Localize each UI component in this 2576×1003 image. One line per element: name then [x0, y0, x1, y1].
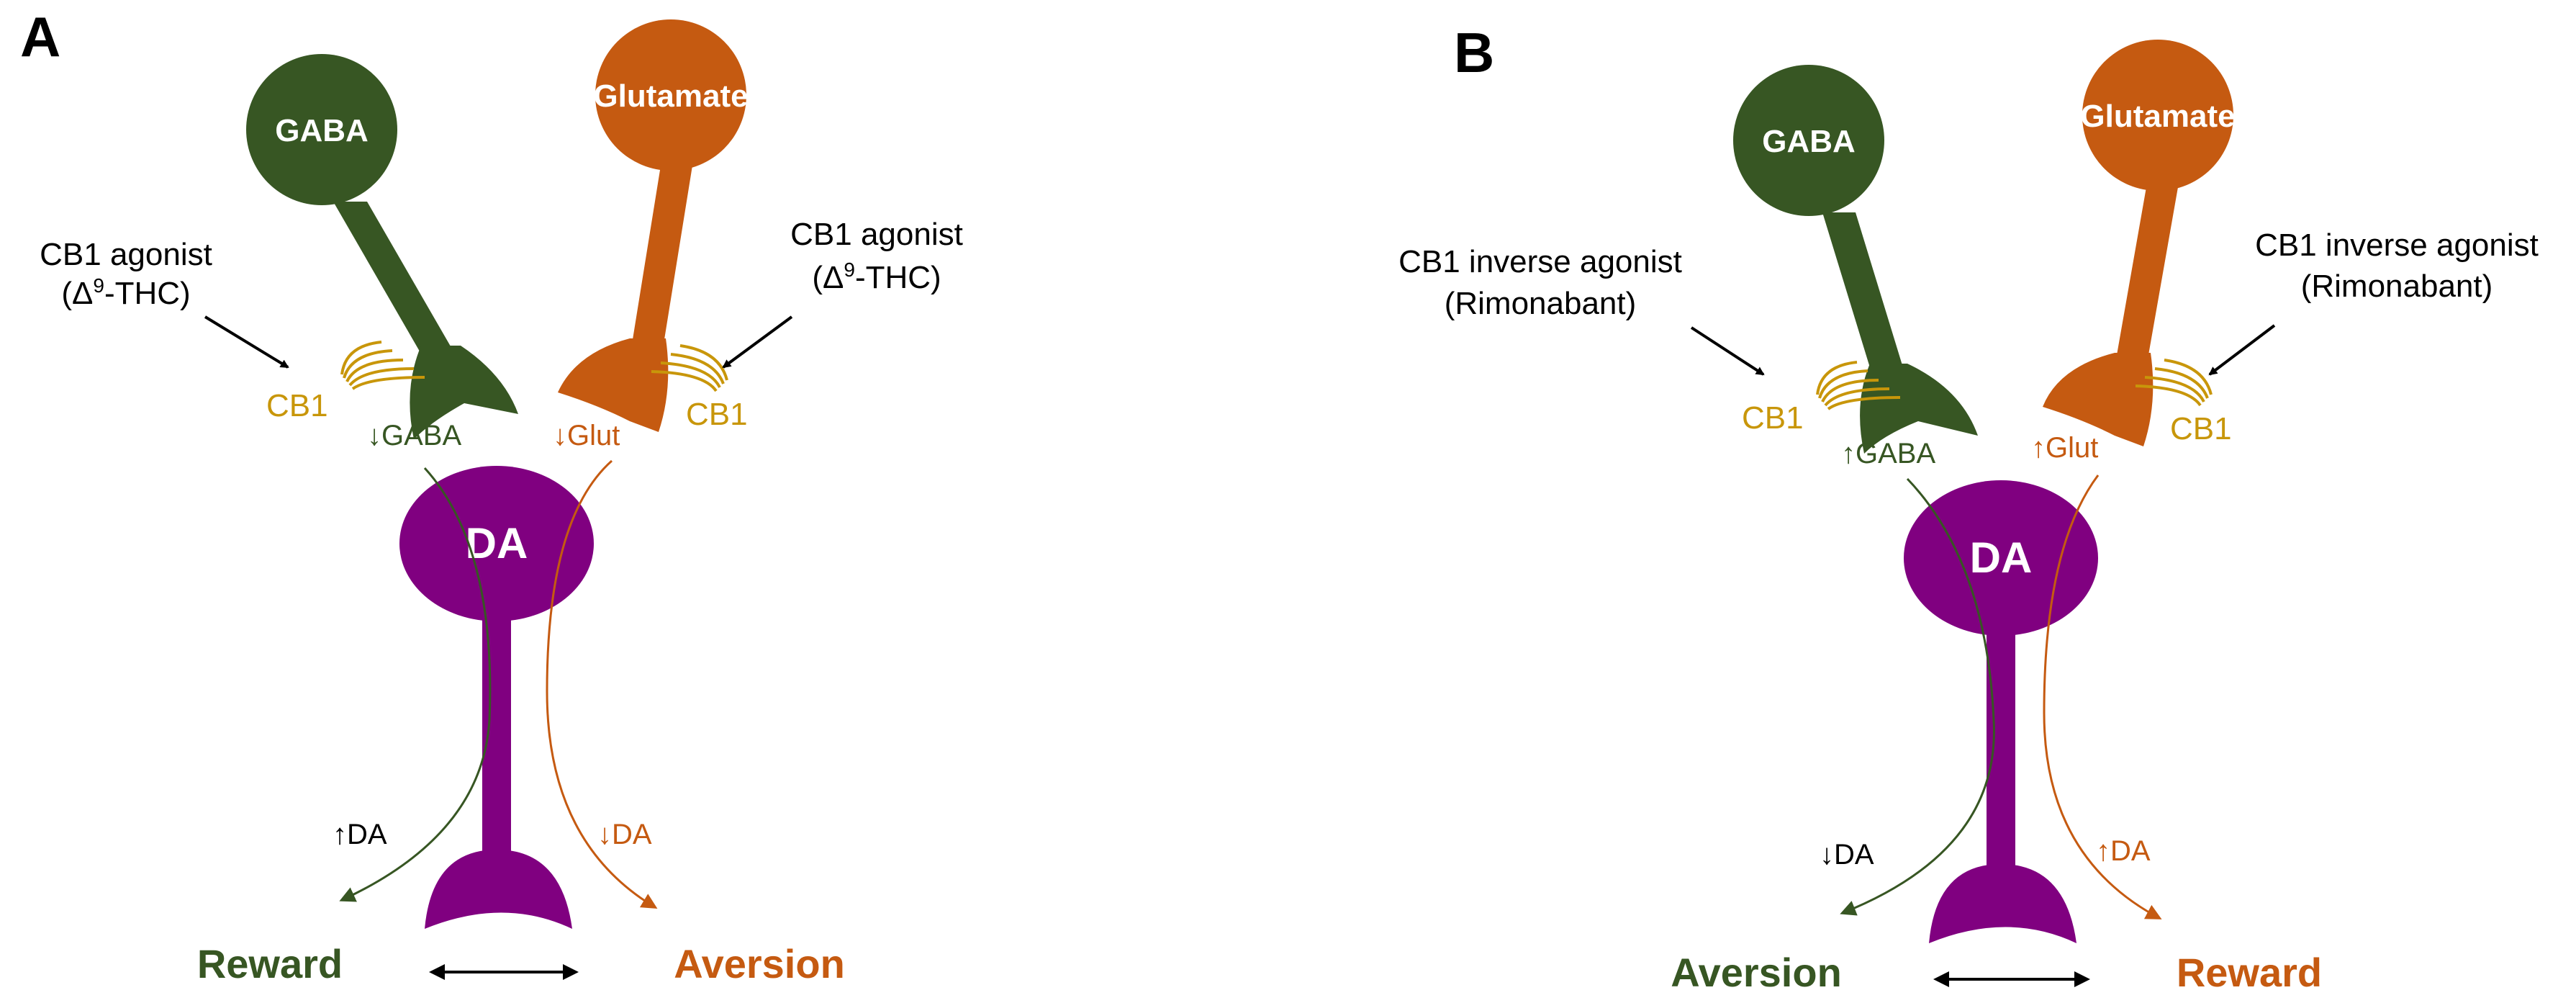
- outcome-right: Aversion: [674, 941, 845, 986]
- drug-compound-text: (Rimonabant): [1445, 286, 1637, 321]
- gaba-neuron: GABA: [1733, 65, 1978, 454]
- gaba-neuron: GABA: [246, 54, 518, 439]
- drug-compound-text: (Δ9-THC): [61, 274, 190, 311]
- da-effect-right: ↓DA: [597, 819, 652, 850]
- glutamate-neuron: Glutamate: [2043, 40, 2236, 446]
- glut-signal-curve: [2043, 474, 2162, 919]
- gaba-label: GABA: [275, 113, 369, 148]
- da-effect-right: ↑DA: [2096, 835, 2151, 867]
- da-effect-left: ↑DA: [333, 819, 387, 850]
- panel-letter: B: [1454, 21, 1494, 84]
- da-neuron: DA: [1904, 480, 2098, 943]
- outcome-left: Reward: [197, 941, 343, 986]
- drug-compound-text: (Δ9-THC): [812, 258, 941, 295]
- cb1-receptor-left: [340, 341, 425, 390]
- gaba-signal-curve: [339, 467, 492, 902]
- cb1-receptor-right: [2135, 359, 2213, 407]
- cb1-label-left: CB1: [266, 388, 328, 423]
- da-label: DA: [1970, 534, 2033, 582]
- outcome-left: Aversion: [1671, 950, 1842, 995]
- cb1-receptor-left: [1816, 361, 1901, 410]
- panel-b: B GABA Glutamate: [1398, 21, 2539, 995]
- panel-a: A GABA Glutamate: [20, 5, 963, 986]
- drug-compound-text: (Rimonabant): [2301, 269, 2493, 304]
- glutamate-neuron: Glutamate: [558, 19, 749, 432]
- da-neuron: DA: [399, 466, 594, 929]
- cb1-label-left: CB1: [1742, 400, 1804, 436]
- drug-name-text: CB1 agonist: [40, 237, 212, 272]
- da-effect-left: ↓DA: [1820, 839, 1874, 871]
- drug-name-text: CB1 inverse agonist: [2255, 228, 2539, 263]
- drug-annotation-right: CB1 inverse agonist (Rimonabant): [2208, 228, 2539, 376]
- cb1-receptor-right: [651, 344, 728, 392]
- cb1-label-right: CB1: [686, 397, 748, 432]
- drug-annotation-right: CB1 agonist (Δ9-THC): [722, 217, 963, 369]
- outcome-right: Reward: [2177, 950, 2322, 995]
- panel-letter: A: [20, 5, 60, 68]
- glut-effect-label: ↑Glut: [2031, 432, 2098, 464]
- glut-signal-curve: [546, 459, 658, 909]
- gaba-effect-label: ↑GABA: [1841, 438, 1935, 469]
- drug-name-text: CB1 agonist: [790, 217, 963, 252]
- glutamate-label: Glutamate: [593, 78, 748, 114]
- gaba-effect-label: ↓GABA: [367, 420, 461, 451]
- drug-name-text: CB1 inverse agonist: [1398, 244, 1682, 279]
- da-label: DA: [466, 519, 528, 567]
- drug-annotation-left: CB1 inverse agonist (Rimonabant): [1398, 244, 1765, 376]
- gaba-label: GABA: [1762, 124, 1856, 159]
- drug-annotation-left: CB1 agonist (Δ9-THC): [40, 237, 289, 369]
- glutamate-label: Glutamate: [2080, 99, 2235, 134]
- glut-effect-label: ↓Glut: [553, 420, 620, 451]
- gaba-signal-curve: [1840, 477, 1995, 916]
- cb1-label-right: CB1: [2170, 411, 2232, 446]
